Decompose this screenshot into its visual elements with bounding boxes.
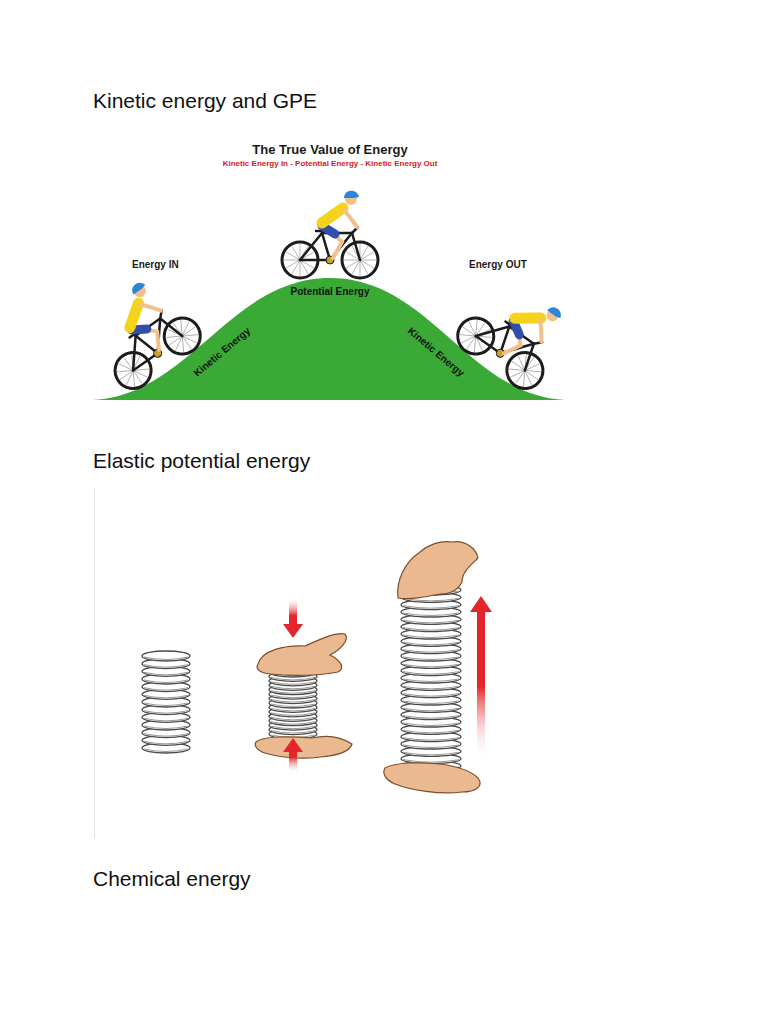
bike-wheel <box>157 311 207 361</box>
spring-coil-shade <box>144 688 188 691</box>
spring-coil-shade <box>144 672 188 675</box>
spring-coil-shade <box>271 708 315 711</box>
spring-coil-shade <box>403 686 459 689</box>
hand <box>384 763 480 793</box>
spring-coil-shade <box>144 749 188 752</box>
spring-coil-shade <box>403 672 459 675</box>
section-heading: Elastic potential energy <box>93 449 310 473</box>
spring-coil-shade <box>271 731 315 734</box>
bike-frame <box>118 336 152 371</box>
spring <box>401 585 461 771</box>
cyclist <box>282 191 378 278</box>
spring-coil-shade <box>144 657 188 660</box>
spring-coil-shade <box>403 628 459 631</box>
spring-coil-shade <box>403 635 459 638</box>
spring-coil-shade <box>144 718 188 721</box>
illustration-title: The True Value of Energy <box>252 143 407 158</box>
stage-label: Energy IN <box>132 259 179 271</box>
spring-coil-shade <box>271 682 315 685</box>
stage-label: Energy OUT <box>469 259 527 271</box>
bike-frame <box>142 319 176 354</box>
rider-helmet <box>129 280 145 295</box>
hands <box>255 542 480 793</box>
spring-coil-shade <box>271 717 315 720</box>
bike-frame <box>476 336 501 353</box>
spring <box>142 651 190 753</box>
spring-coil-shade <box>144 726 188 729</box>
slope-label: Kinetic Energy <box>405 325 466 379</box>
spring-coil-shade <box>144 741 188 744</box>
rider-arm <box>140 297 160 318</box>
section-heading: Chemical energy <box>93 867 251 891</box>
spring-coil-shade <box>403 708 459 711</box>
spring-coil-shade <box>403 716 459 719</box>
spring-coil-shade <box>144 680 188 683</box>
spring-coil-shade <box>403 642 459 645</box>
spring-coil-shade <box>271 726 315 729</box>
spring-coil-shade <box>144 695 188 698</box>
cyclists <box>79 191 580 396</box>
spring-coil-shade <box>403 738 459 741</box>
spring-coil-shade <box>271 713 315 716</box>
picture-edge <box>94 488 95 838</box>
spring-coil-shade <box>271 700 315 703</box>
spring-coil-shade <box>271 704 315 707</box>
spring-coil-shade <box>403 613 459 616</box>
stage-label: Potential Energy <box>291 286 370 298</box>
rider-arm <box>344 210 357 227</box>
spring-coil-shade <box>403 701 459 704</box>
spring-coil-shade <box>403 606 459 609</box>
cyclist <box>79 269 208 396</box>
spring-coil-shade <box>271 691 315 694</box>
spring-coil-shade <box>271 722 315 725</box>
picture-ground <box>93 130 565 400</box>
hand <box>398 542 478 599</box>
hand <box>255 736 352 758</box>
force-arrow <box>470 596 492 760</box>
spring-coil-shade <box>271 695 315 698</box>
spring-coil-shade <box>271 686 315 689</box>
spring-coil-shade <box>403 723 459 726</box>
rider-torso <box>515 306 541 330</box>
spring-coil-shade <box>403 694 459 697</box>
section-heading: Kinetic energy and GPE <box>93 89 317 113</box>
spring-coil-shade <box>403 760 459 763</box>
rider-arm <box>531 320 551 341</box>
spring-coil <box>142 651 190 661</box>
illustration-subtitle: Kinetic Energy In - Potential Energy - K… <box>223 159 438 168</box>
spring-coil-shade <box>144 703 188 706</box>
spring-coil-shade <box>403 657 459 660</box>
bike-frame <box>476 314 510 349</box>
spring-coil-shade <box>144 734 188 737</box>
spring <box>269 667 317 739</box>
spring-coil-shade <box>403 745 459 748</box>
force-arrow <box>283 738 303 773</box>
bike-frame <box>352 233 360 260</box>
rider-helmet <box>547 305 563 320</box>
bike-frame <box>518 344 540 371</box>
force-arrow <box>283 597 303 638</box>
bike-frame <box>300 233 322 260</box>
spring-coil-shade <box>403 650 459 653</box>
cyclist <box>451 269 580 396</box>
spring-coil-shade <box>144 665 188 668</box>
spring-coil-shade <box>144 711 188 714</box>
springs <box>142 585 461 771</box>
spring-coil-shade <box>403 679 459 682</box>
spring-coil-shade <box>271 677 315 680</box>
hand <box>257 634 346 676</box>
force-arrows <box>283 596 492 773</box>
slope-label: Kinetic Energy <box>191 325 252 379</box>
bike-frame <box>160 314 182 341</box>
rider-torso <box>322 208 343 223</box>
spring-coil-shade <box>403 730 459 733</box>
hill <box>93 278 565 400</box>
spring-coil-shade <box>403 664 459 667</box>
spring-coil-shade <box>403 752 459 755</box>
rider-helmet <box>344 191 359 198</box>
spring-coil-shade <box>403 620 459 623</box>
